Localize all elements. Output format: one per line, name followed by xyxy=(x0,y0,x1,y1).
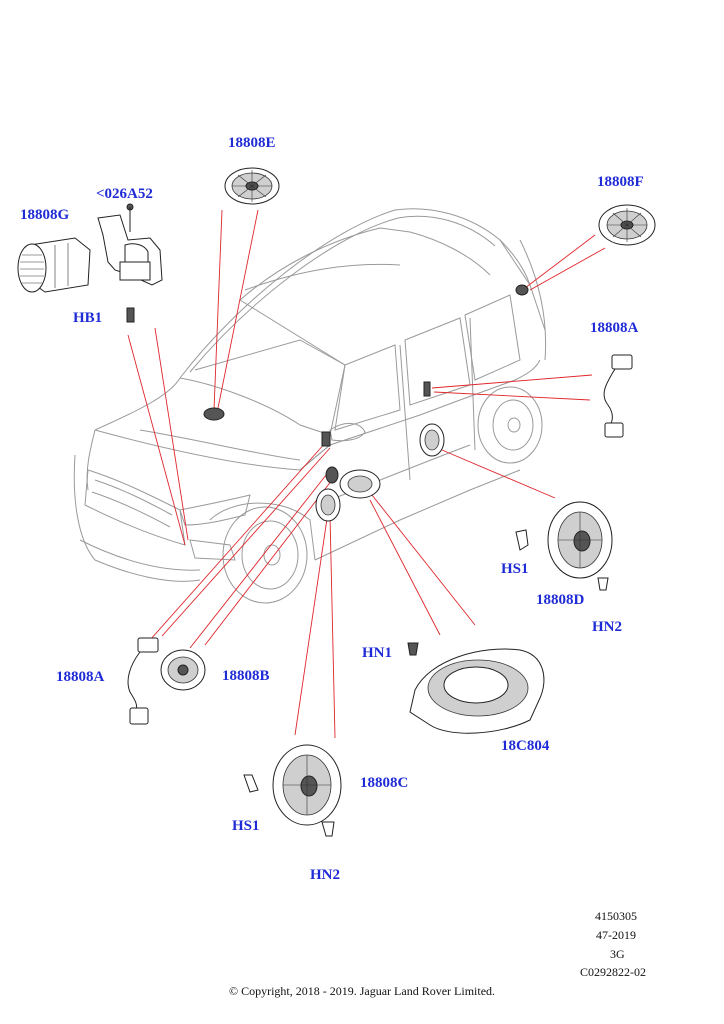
bracket-026A52 xyxy=(97,203,163,323)
meta-drawing: C0292822-02 xyxy=(580,965,646,979)
speaker-18808E xyxy=(203,167,280,421)
harness-18808A-left xyxy=(127,431,331,725)
vehicle-outline xyxy=(73,208,547,604)
speaker-18808C xyxy=(243,488,342,837)
label-18C804: 18C804 xyxy=(501,738,550,754)
copyright-notice: © Copyright, 2018 - 2019. Jaguar Land Ro… xyxy=(228,984,496,998)
label-HN2-left: HN2 xyxy=(310,867,340,883)
label-18808D: 18808D xyxy=(536,592,585,608)
subwoofer-18C804 xyxy=(339,469,545,734)
meta-code: 3G xyxy=(610,947,625,961)
label-18808A-left: 18808A xyxy=(56,669,105,685)
speaker-18808F xyxy=(515,204,656,296)
label-HS1-right: HS1 xyxy=(501,561,529,577)
label-HB1: HB1 xyxy=(73,310,103,326)
speaker-18808D xyxy=(419,423,613,591)
label-HS1-left: HS1 xyxy=(232,818,260,834)
label-HN2-right: HN2 xyxy=(592,619,622,635)
label-HN1: HN1 xyxy=(362,645,392,661)
label-026A52: <026A52 xyxy=(96,186,153,202)
meta-ref: 4150305 xyxy=(595,909,637,923)
label-18808C: 18808C xyxy=(360,775,409,791)
harness-18808A-right xyxy=(423,354,633,438)
leader-lines xyxy=(127,209,606,739)
label-18808F: 18808F xyxy=(597,174,644,190)
label-18808E: 18808E xyxy=(228,135,276,151)
label-18808G: 18808G xyxy=(20,207,70,223)
label-18808B: 18808B xyxy=(222,668,270,684)
meta-date: 47-2019 xyxy=(596,928,636,942)
label-18808A-right: 18808A xyxy=(590,320,639,336)
speaker-18808G xyxy=(17,237,91,293)
speaker-18808B xyxy=(160,466,339,691)
